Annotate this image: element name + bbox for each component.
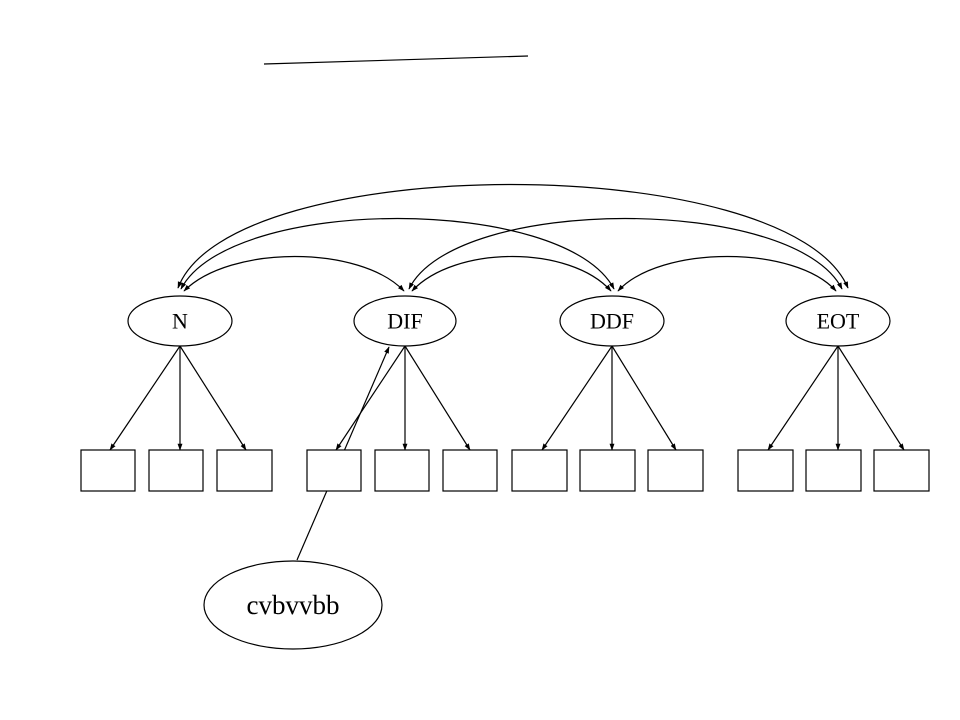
node-ellipse <box>559 295 665 347</box>
arc-n-ddf <box>180 217 615 290</box>
stray-line <box>263 55 529 65</box>
arc-n-dif <box>183 256 405 292</box>
indicator-boxes <box>80 449 930 492</box>
arc-ddf-eot <box>617 256 837 292</box>
loading-arrow <box>404 345 471 451</box>
loading-arrow <box>109 345 181 451</box>
loading-arrow <box>179 345 247 451</box>
node-n[interactable]: N <box>127 295 233 347</box>
loading-arrow <box>837 345 905 451</box>
loading-arrow <box>335 345 406 451</box>
node-ellipse <box>353 295 457 347</box>
loading-arrows <box>109 345 905 451</box>
callout-node[interactable]: cvbvvbb <box>203 560 383 650</box>
node-dif[interactable]: DIF <box>353 295 457 347</box>
callout-ellipse <box>203 560 383 650</box>
node-eot[interactable]: EOT <box>785 295 891 347</box>
node-label: DDF <box>590 309 634 334</box>
indicator-box[interactable] <box>805 449 862 492</box>
node-ellipse <box>127 295 233 347</box>
arc-dif-ddf <box>411 255 612 292</box>
indicator-box[interactable] <box>80 449 136 492</box>
indicator-box[interactable] <box>511 449 568 492</box>
node-label: EOT <box>817 309 860 334</box>
arc-n-eot <box>177 183 849 289</box>
indicator-box[interactable] <box>148 449 204 492</box>
indicator-box[interactable] <box>737 449 794 492</box>
loading-arrow <box>767 345 839 451</box>
node-label: DIF <box>387 309 422 334</box>
indicator-box[interactable] <box>647 449 704 492</box>
loading-arrow <box>611 345 677 451</box>
callout-label: cvbvvbb <box>247 590 340 620</box>
node-label: N <box>172 309 188 334</box>
loading-arrow <box>541 345 613 451</box>
arc-dif-eot <box>408 217 843 290</box>
indicator-box[interactable] <box>306 449 362 492</box>
node-ddf[interactable]: DDF <box>559 295 665 347</box>
indicator-box[interactable] <box>216 449 273 492</box>
indicator-box[interactable] <box>873 449 930 492</box>
covariance-arcs <box>177 183 849 292</box>
indicator-box[interactable] <box>579 449 636 492</box>
indicator-box[interactable] <box>442 449 498 492</box>
indicator-box[interactable] <box>374 449 430 492</box>
node-ellipse <box>785 295 891 347</box>
